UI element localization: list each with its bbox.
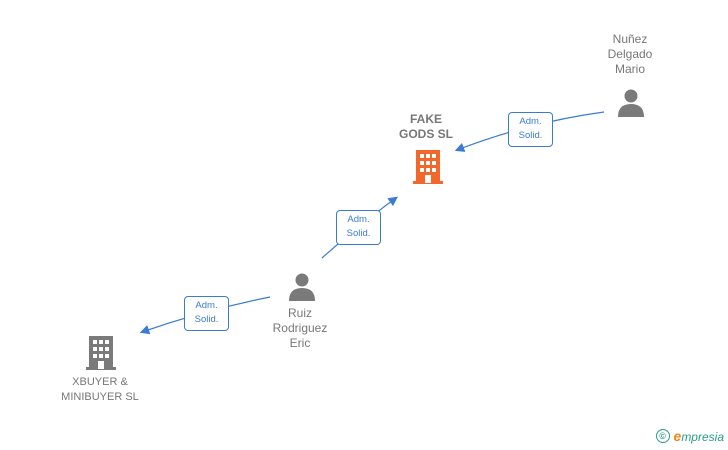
person-icon[interactable]: [287, 272, 317, 302]
node-label-ruiz[interactable]: Ruiz Rodriguez Eric: [272, 306, 328, 350]
edge-role-line2: Solid.: [346, 228, 371, 239]
node-label-nunez[interactable]: Nuñez Delgado Mario: [607, 32, 653, 76]
edge-role-line1: Adm.: [195, 300, 218, 311]
edge-label-ruiz-xbuyer[interactable]: Adm. Solid.: [184, 296, 229, 331]
brand-initial: e: [673, 428, 682, 444]
node-label-fakegods[interactable]: FAKE GODS SL: [398, 112, 453, 141]
copyright-icon: ©: [655, 429, 670, 443]
brand-watermark: © empresia: [655, 428, 724, 444]
edge-role-line2: Solid.: [518, 130, 543, 141]
building-icon[interactable]: [86, 334, 116, 370]
edge-label-nunez-fakegods[interactable]: Adm. Solid.: [508, 112, 553, 147]
edge-role-line2: Solid.: [194, 314, 219, 325]
brand-name: mpresia: [681, 430, 724, 444]
edge-role-line1: Adm.: [347, 214, 370, 225]
node-label-xbuyer[interactable]: XBUYER & MINIBUYER SL: [61, 376, 139, 403]
edge-role-line1: Adm.: [519, 116, 542, 127]
building-icon[interactable]: [413, 148, 443, 184]
person-icon[interactable]: [616, 88, 646, 118]
edge-label-ruiz-fakegods[interactable]: Adm. Solid.: [336, 210, 381, 245]
brand-logo: empresia: [674, 428, 724, 444]
